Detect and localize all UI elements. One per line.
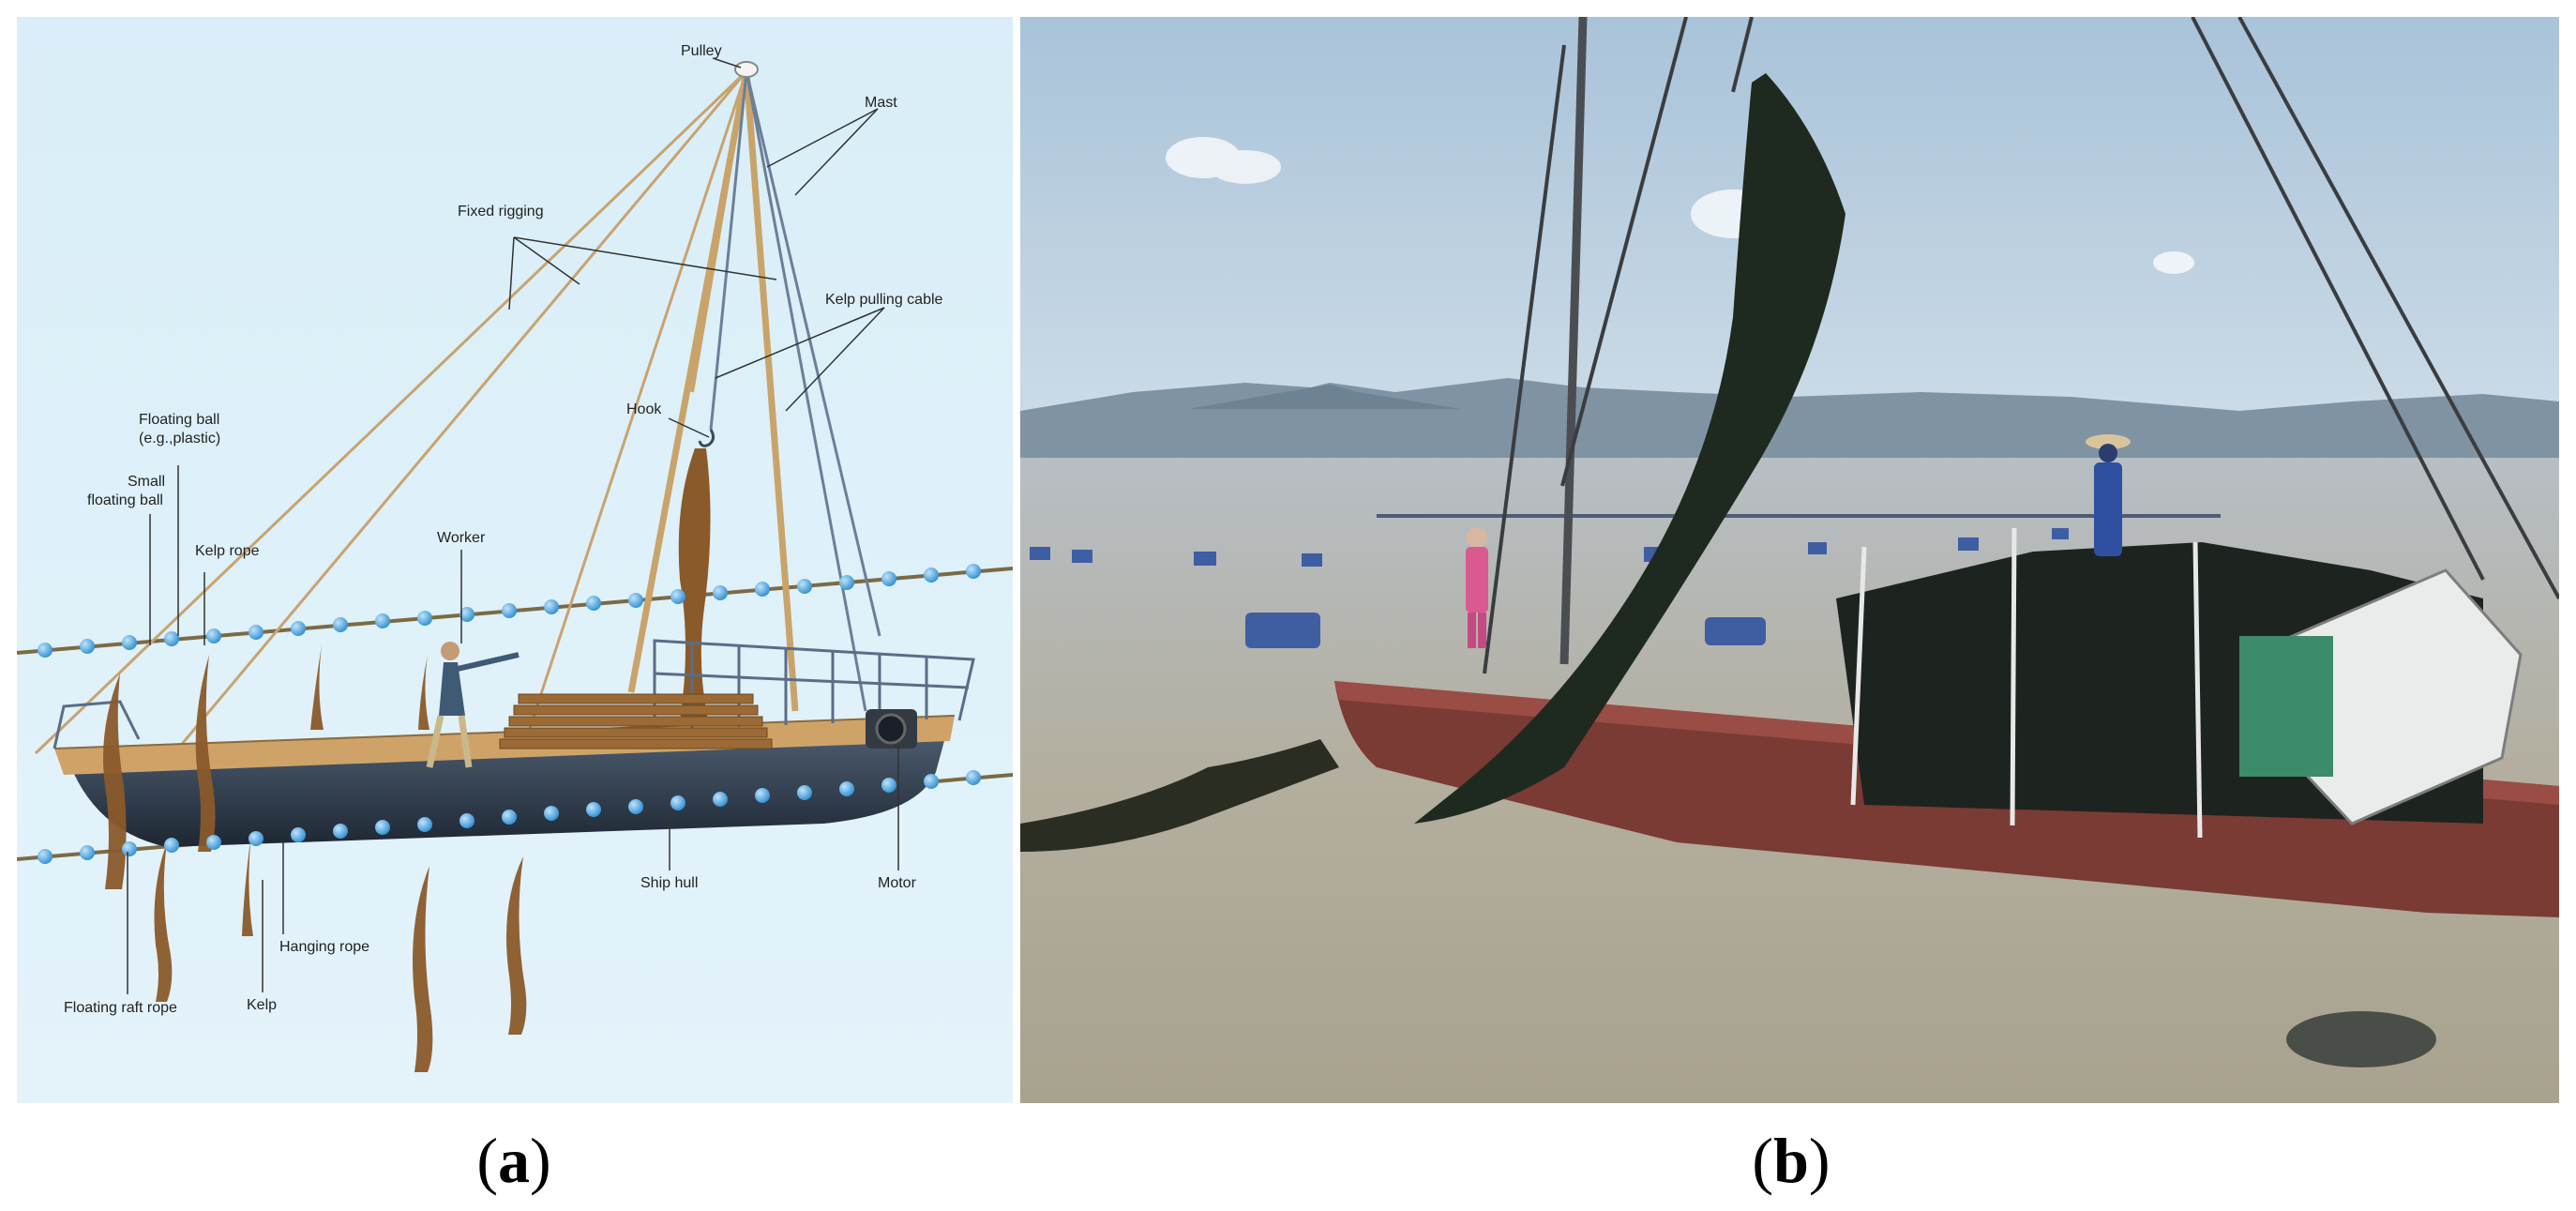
label-small-floating-ball: Small <box>128 474 165 490</box>
label-pulley: Pulley <box>681 43 722 59</box>
caption-b-letter: b <box>1773 1125 1809 1196</box>
lifted-kelp-rope <box>1414 73 1845 824</box>
label-mast: Mast <box>865 95 897 111</box>
worker-pink <box>1466 527 1488 648</box>
hook-icon <box>698 429 716 447</box>
label-floating-ball: Floating ball <box>139 412 219 428</box>
deck-net-poles <box>1850 527 2203 839</box>
kelp-clump-water <box>2286 1011 2436 1067</box>
label-kelp: Kelp <box>247 997 277 1013</box>
caption-b-close: ) <box>1808 1125 1830 1196</box>
label-worker: Worker <box>437 530 486 546</box>
diagram-panel-a: Pulley Mast Fixed rigging Kelp pulling c… <box>17 17 1013 1103</box>
photo-panel-b <box>1020 17 2559 1103</box>
caption-a-open: ( <box>476 1125 498 1196</box>
label-floating-raft-rope: Floating raft rope <box>64 1000 177 1016</box>
label-fixed-rigging: Fixed rigging <box>458 204 544 219</box>
label-hook: Hook <box>626 401 662 417</box>
mast <box>627 70 799 712</box>
label-hanging-rope: Hanging rope <box>279 939 369 955</box>
cooler-box <box>2239 568 2523 825</box>
caption-b: (b) <box>1697 1124 1885 1198</box>
caption-b-open: ( <box>1752 1125 1774 1196</box>
label-ship-hull: Ship hull <box>640 875 698 891</box>
label-small-floating-ball-2: floating ball <box>87 492 163 508</box>
boat-rigging <box>1483 17 2559 674</box>
mountain-peak <box>1189 385 1461 409</box>
caption-a-letter: a <box>498 1125 530 1196</box>
fixed-rigging <box>34 69 748 806</box>
floating-balls-upper <box>38 564 981 658</box>
label-floating-ball-note: (e.g.,plastic) <box>139 431 220 447</box>
motor-icon <box>866 709 917 749</box>
label-kelp-pulling-cable: Kelp pulling cable <box>825 292 943 308</box>
caption-a: (a) <box>420 1124 608 1198</box>
floating-kelp <box>1020 739 1339 852</box>
pulley-icon <box>734 61 759 78</box>
caption-a-close: ) <box>530 1125 551 1196</box>
label-motor: Motor <box>878 875 917 891</box>
boat-mast <box>1559 17 1588 665</box>
leader-lines <box>127 57 899 994</box>
worker-figure <box>426 642 520 768</box>
floating-balls-lower <box>38 770 981 864</box>
kelp-strands <box>103 645 527 1072</box>
kelp-pile <box>499 693 773 749</box>
lifted-kelp <box>678 448 711 720</box>
label-kelp-rope: Kelp rope <box>195 543 260 559</box>
worker-blue <box>2086 434 2131 556</box>
